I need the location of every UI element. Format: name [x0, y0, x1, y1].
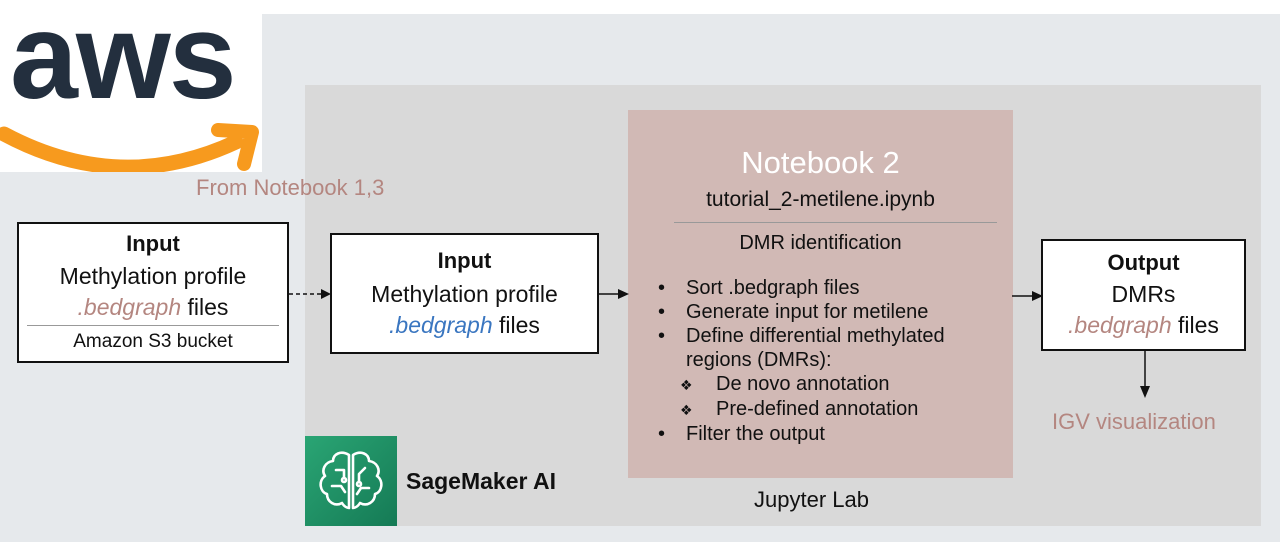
- aws-logo-text: aws: [10, 0, 237, 124]
- dashed-arrow: [289, 289, 331, 299]
- notebook-filename: tutorial_2-metilene.ipynb: [706, 188, 935, 211]
- aws-logo: aws: [0, 0, 262, 172]
- input-s3-box: Input Methylation profile .bedgraph file…: [17, 222, 289, 363]
- input-ext: .bedgraph: [389, 312, 493, 338]
- list-item: •Sort .bedgraph files: [658, 277, 860, 299]
- output-ext: .bedgraph: [1068, 312, 1172, 338]
- sub-list-item: ❖De novo annotation: [680, 373, 890, 395]
- diamond-icon: ❖: [680, 377, 693, 393]
- sagemaker-label: SageMaker AI: [406, 468, 556, 494]
- input-box: Input Methylation profile .bedgraph file…: [330, 233, 599, 354]
- sub-list-item: ❖Pre-defined annotation: [680, 398, 919, 420]
- input-line1: Methylation profile: [371, 281, 558, 307]
- jupyter-lab-label: Jupyter Lab: [754, 487, 869, 512]
- list-item: •Generate input for metilene: [658, 301, 929, 323]
- list-item: •Filter the output: [658, 423, 825, 445]
- diamond-icon: ❖: [680, 402, 693, 418]
- sagemaker-brain-icon: [319, 451, 383, 510]
- input-title: Input: [437, 248, 492, 273]
- input-s3-footer: Amazon S3 bucket: [73, 331, 233, 352]
- output-files-word: files: [1171, 312, 1219, 338]
- arrow-to-notebook: [598, 289, 629, 299]
- from-notebook-label: From Notebook 1,3: [196, 175, 385, 200]
- input-s3-ext: .bedgraph: [77, 294, 182, 320]
- output-line1: DMRs: [1111, 281, 1176, 307]
- input-s3-divider: [27, 325, 279, 326]
- output-title: Output: [1107, 250, 1180, 275]
- input-s3-files-word: files: [181, 294, 229, 320]
- list-item: regions (DMRs):: [686, 349, 832, 371]
- notebook-panel: [628, 110, 1013, 478]
- aws-smile-icon: [0, 123, 259, 172]
- notebook-divider: [674, 222, 997, 223]
- arrow-to-output: [1012, 291, 1043, 301]
- input-files: .bedgraph files: [332, 312, 597, 339]
- arrow-to-igv: [1140, 350, 1150, 398]
- input-s3-files: .bedgraph files: [19, 294, 287, 321]
- input-s3-title: Input: [126, 231, 180, 256]
- input-s3-line1: Methylation profile: [59, 263, 247, 289]
- input-files-word: files: [492, 312, 540, 338]
- notebook-subtitle: DMR identification: [739, 232, 902, 254]
- list-item: •Define differential methylated: [658, 325, 945, 347]
- output-files: .bedgraph files: [1043, 312, 1244, 339]
- sagemaker-logo: [305, 436, 397, 526]
- notebook-steps: •Sort .bedgraph files •Generate input fo…: [658, 276, 1008, 446]
- igv-label: IGV visualization: [1052, 409, 1216, 434]
- output-box: Output DMRs .bedgraph files: [1041, 239, 1246, 351]
- notebook-title: Notebook 2: [741, 145, 900, 180]
